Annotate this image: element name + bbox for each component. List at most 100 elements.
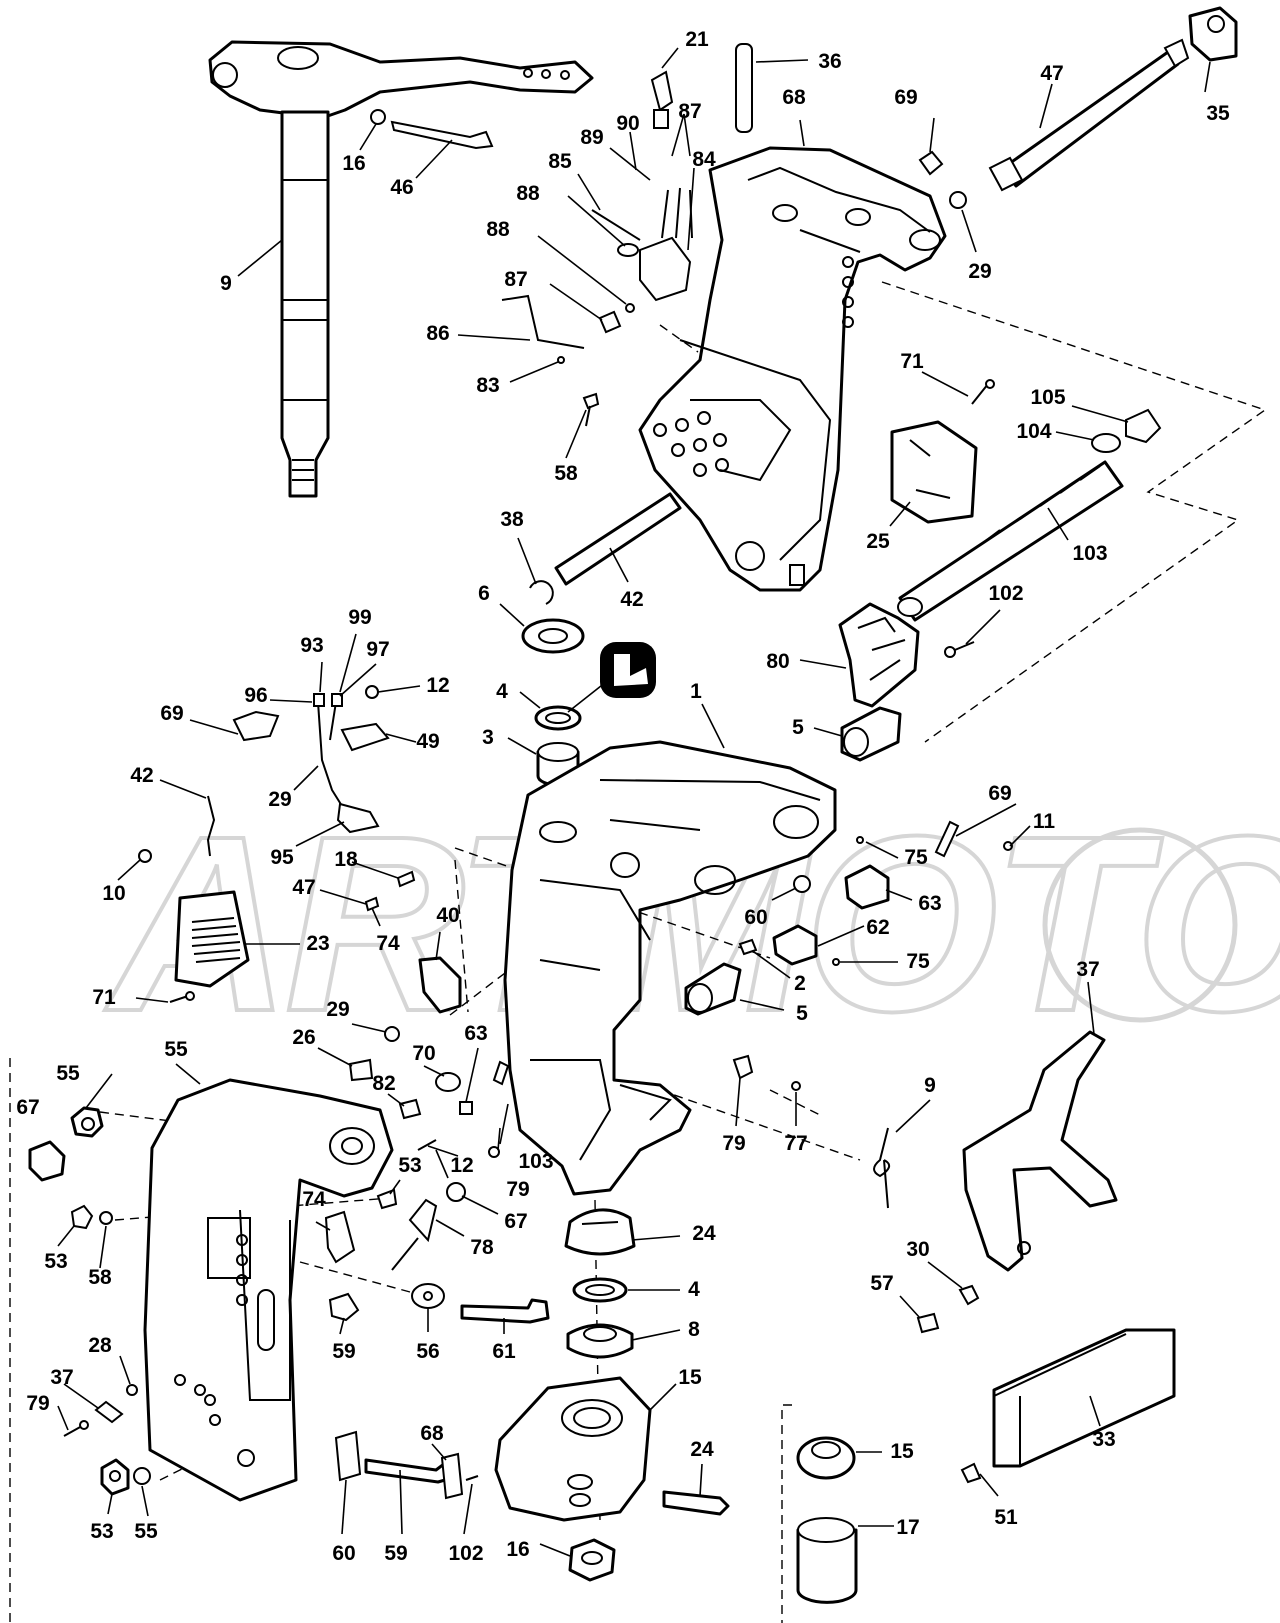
part-label: 51 [994, 1506, 1018, 1529]
part-label: 87 [678, 100, 701, 123]
middle-left-hardware [324, 1188, 550, 1324]
part-label: 10 [102, 882, 125, 905]
part-label: 63 [464, 1022, 487, 1045]
part-label: 6 [478, 582, 490, 605]
part-label: 53 [44, 1250, 67, 1273]
part-label: 74 [302, 1188, 326, 1211]
part-label: 42 [130, 764, 153, 787]
cover-plate [890, 420, 978, 524]
part-label: 89 [580, 126, 603, 149]
part-label: 11 [1033, 810, 1056, 833]
tilt-tube-assembly [897, 408, 1162, 622]
part-label: 67 [16, 1096, 39, 1119]
part-label: 93 [300, 634, 323, 657]
part-label: 102 [448, 1542, 483, 1565]
part-label: 79 [506, 1178, 529, 1201]
part-label: 56 [416, 1340, 439, 1363]
part-label: 68 [782, 86, 806, 109]
part-label: 55 [56, 1062, 80, 1085]
pins-18-46 [364, 870, 416, 912]
part-label: 103 [518, 1150, 553, 1173]
part-label: 29 [268, 788, 291, 811]
part-label: 60 [332, 1542, 355, 1565]
part-label: 88 [486, 218, 510, 241]
part-label: 30 [906, 1238, 929, 1261]
part-label: 69 [160, 702, 183, 725]
parts-30-56 [916, 1284, 980, 1334]
part-label: 15 [890, 1440, 914, 1463]
part-label: 53 [398, 1154, 421, 1177]
small-hardware-middle [348, 1026, 801, 1202]
part-label: 75 [906, 950, 930, 973]
part-label: 78 [470, 1236, 494, 1259]
nut-and-bolt-lower [568, 1490, 730, 1582]
part-label: 16 [506, 1538, 529, 1561]
part-label: 33 [1092, 1428, 1115, 1451]
part-label: 59 [332, 1340, 355, 1363]
part-label: 83 [476, 374, 499, 397]
part-label: 62 [866, 916, 889, 939]
part-label: 47 [292, 876, 315, 899]
part-label: 55 [164, 1038, 188, 1061]
bracket-39 [418, 956, 462, 1014]
part-label: 90 [616, 112, 639, 135]
part-label: 97 [366, 638, 389, 661]
cover-22 [174, 890, 250, 988]
upper-small-parts [650, 6, 1238, 209]
watermark-wheel-outline [1042, 827, 1238, 1023]
part-label: 71 [900, 350, 924, 373]
part-label: 58 [88, 1266, 112, 1289]
part-label: 63 [918, 892, 941, 915]
part-label: 9 [220, 272, 232, 295]
part-label: 29 [968, 260, 991, 283]
part-label: 25 [866, 530, 890, 553]
part-label: 103 [1072, 542, 1107, 565]
screw-71-lower [169, 991, 195, 1003]
part-label: 75 [904, 846, 928, 869]
part-label: 16 [342, 152, 365, 175]
part-label: 55 [134, 1520, 158, 1543]
bolt-and-washer [370, 109, 494, 150]
part-label: 69 [894, 86, 917, 109]
part-label: 9 [924, 1074, 936, 1097]
part-label: 2 [794, 972, 806, 995]
part-label: 80 [766, 650, 789, 673]
block-33 [960, 1328, 1176, 1484]
part-label: 95 [270, 846, 294, 869]
part-label: 18 [334, 848, 358, 871]
part-label: 67 [504, 1210, 527, 1233]
part-label: 87 [504, 268, 527, 291]
part-label: 59 [384, 1542, 407, 1565]
part-label: 61 [492, 1340, 516, 1363]
part-label: 82 [372, 1072, 395, 1095]
bracket-79-and-screw [838, 602, 975, 708]
part-label: 47 [1040, 62, 1063, 85]
part-label: 15 [678, 1366, 702, 1389]
part-label: 4 [496, 680, 508, 703]
part-label: 79 [722, 1132, 745, 1155]
part-label: 17 [896, 1516, 919, 1539]
part-label: 37 [1076, 958, 1099, 981]
mounts-15-17 [796, 1436, 858, 1604]
seal-symbol [600, 642, 656, 698]
clamp-bracket [143, 1078, 394, 1502]
part-label: 4 [688, 1278, 700, 1301]
part-label: 21 [685, 28, 709, 51]
part-label: 69 [988, 782, 1011, 805]
swivel-bracket [503, 740, 837, 1196]
part-label: 5 [796, 1002, 808, 1025]
part-label: 26 [292, 1026, 315, 1049]
part-label: 57 [870, 1272, 893, 1295]
part-labels: 21 36 68 69 47 35 29 90 87 89 84 85 88 8… [16, 28, 1230, 1565]
part-label: 29 [326, 998, 349, 1021]
screw-71-upper [971, 379, 995, 405]
switch-assembly-parts [501, 187, 693, 427]
spring-and-lever [873, 1030, 1118, 1272]
lower-hardware-60-99 [334, 1430, 479, 1500]
part-label: 12 [426, 674, 449, 697]
part-label: 5 [792, 716, 804, 739]
tilt-pin-and-washers [521, 492, 682, 654]
part-label: 46 [390, 176, 413, 199]
part-label: 8 [688, 1318, 700, 1341]
left-electrical-parts [138, 685, 390, 863]
